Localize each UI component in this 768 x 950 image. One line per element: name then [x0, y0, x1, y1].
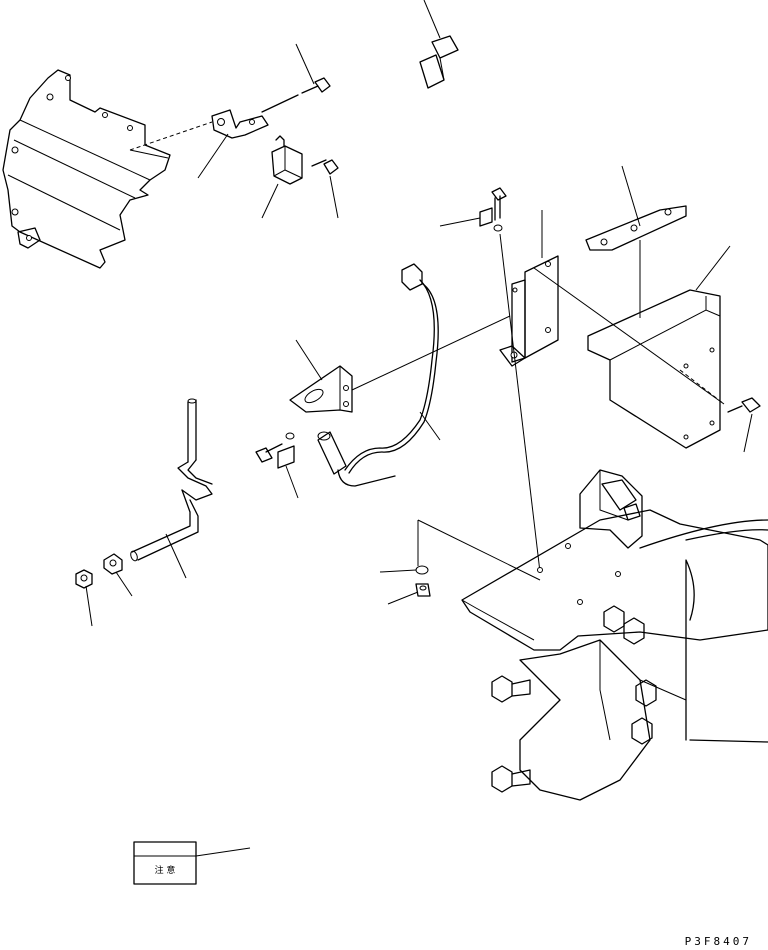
screw-right-of-relay	[311, 159, 339, 175]
frame-bracket-panel	[2, 69, 171, 269]
housing-bolts	[491, 605, 657, 793]
bolt-above-bracket	[479, 187, 507, 232]
caution-label-text: 注 意	[155, 864, 176, 876]
nut-b	[75, 569, 93, 589]
small-l-bracket	[211, 109, 269, 139]
housing-bolt-5	[635, 679, 657, 707]
angle-bracket-slot	[289, 365, 353, 413]
lever-rod	[130, 398, 213, 562]
housing-bolt-2	[491, 765, 531, 793]
leader-lines	[85, 0, 753, 857]
bolt-top-large	[419, 35, 459, 89]
drawing-code: P3F8407	[684, 935, 752, 948]
small-mounting-plate	[585, 205, 687, 251]
washer-lower	[415, 565, 431, 597]
relay-component	[271, 135, 303, 185]
housing-bolt-6	[631, 717, 653, 745]
base-mounting-plate	[461, 509, 768, 651]
bolt-upper	[261, 77, 331, 113]
mount-block	[579, 469, 643, 549]
screw-right-cover	[727, 397, 761, 413]
wire-harness	[317, 263, 439, 487]
caution-label: 注 意	[133, 841, 197, 885]
housing-bolt-3	[603, 605, 625, 633]
bolt-left-bracket	[255, 432, 295, 469]
nut-a	[103, 553, 123, 575]
cover-box	[587, 289, 721, 449]
housing-bolt-4	[623, 617, 645, 645]
housing-bolt-1	[491, 675, 531, 703]
axle-housing	[519, 519, 768, 801]
